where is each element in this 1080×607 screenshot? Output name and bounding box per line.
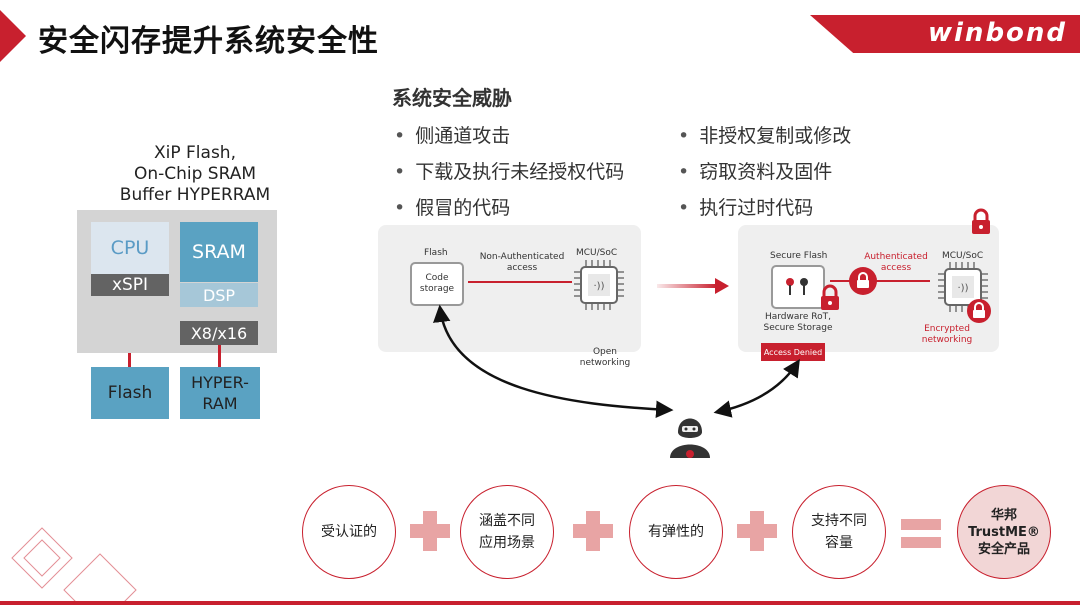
threat-item: 假冒的代码: [394, 193, 510, 220]
architecture-title: XiP Flash, On-Chip SRAM Buffer HYPERRAM: [100, 143, 290, 206]
auth-access-label: Authenticated access: [860, 252, 932, 274]
auth-access-line: Authenticated: [864, 252, 928, 262]
key-icon: [786, 278, 808, 295]
network-lock-icon: [967, 299, 991, 323]
feature-circle-applications: 涵盖不同 应用场景: [460, 485, 554, 579]
feature-line: 受认证的: [321, 524, 377, 540]
auth-access-link: [830, 280, 930, 282]
result-line: TrustME®: [968, 524, 1040, 540]
decorative-diamonds: [11, 527, 137, 602]
threat-item: 窃取资料及固件: [678, 157, 832, 184]
brand-band: [810, 15, 1080, 53]
winbond-logo: winbond: [928, 18, 1068, 48]
feature-line: 容量: [825, 535, 853, 551]
architecture-title-line: On-Chip SRAM: [133, 164, 257, 184]
hardware-rot-label: Hardware RoT, Secure Storage: [762, 312, 834, 334]
dsp-block: DSP: [180, 283, 258, 307]
threat-item: 侧通道攻击: [394, 121, 510, 148]
architecture-title-line: Buffer HYPERRAM: [119, 185, 271, 205]
access-denied-badge: Access Denied: [761, 343, 825, 361]
header-accent-triangle: [0, 10, 26, 62]
plus-sign: [423, 511, 437, 551]
mcu-label: MCU/SoC: [576, 248, 618, 258]
feature-line: 支持不同: [811, 513, 867, 529]
code-storage-line: storage: [419, 284, 455, 294]
feature-line: 应用场景: [479, 535, 535, 551]
hyperram-line: HYPER-: [191, 373, 249, 392]
cpu-block: CPU: [91, 222, 169, 274]
flash-label: Flash: [424, 248, 448, 258]
result-circle-trustme: 华邦 TrustME® 安全产品: [957, 485, 1051, 579]
threat-item: 下载及执行未经授权代码: [394, 157, 624, 184]
equals-sign: [901, 537, 941, 548]
attack-arrows: [433, 304, 800, 419]
lock-icon: [972, 208, 990, 234]
svg-text:·)): ·)): [958, 283, 969, 294]
threat-item: 非授权复制或修改: [678, 121, 851, 148]
hardware-rot-line: Secure Storage: [763, 323, 833, 333]
hyperram-line: RAM: [202, 394, 238, 413]
code-storage-line: Code: [425, 273, 449, 283]
hacker-icon: [670, 418, 710, 458]
non-auth-line: Non-Authenticated: [479, 252, 565, 262]
link-lock-icon: [849, 267, 877, 295]
slide-title: 安全闪存提升系统安全性: [38, 24, 379, 59]
plus-sign: [586, 511, 600, 551]
hyperram-block: HYPER- RAM: [180, 367, 260, 419]
bottom-rule: [0, 601, 1080, 605]
secure-storage-block: [771, 265, 825, 309]
svg-text:·)): ·)): [594, 281, 605, 292]
secure-mcu-label: MCU/SoC: [942, 251, 984, 261]
encrypted-networking-line: networking: [921, 335, 973, 345]
flash-block: Flash: [91, 367, 169, 419]
hardware-rot-line: Hardware RoT,: [764, 312, 832, 322]
threats-heading: 系统安全威胁: [392, 86, 512, 110]
result-line: 安全产品: [977, 541, 1030, 557]
hyperram-connector: [218, 345, 221, 367]
feature-circle-resilient: 有弹性的: [629, 485, 723, 579]
feature-circle-capacities: 支持不同 容量: [792, 485, 886, 579]
plus-sign: [750, 511, 764, 551]
architecture-title-line: XiP Flash,: [154, 143, 236, 163]
transition-arrow-icon: [657, 278, 729, 294]
secure-flash-lock-icon: [821, 284, 839, 310]
threat-item: 执行过时代码: [678, 193, 813, 220]
non-auth-link: [468, 281, 572, 283]
auth-access-line: access: [880, 263, 912, 273]
feature-line: 有弹性的: [648, 524, 704, 540]
feature-circle-certified: 受认证的: [302, 485, 396, 579]
result-line: 华邦: [990, 507, 1017, 523]
sram-block: SRAM: [180, 222, 258, 282]
secure-mcu-chip-icon: ·)): [938, 262, 988, 312]
feature-line: 涵盖不同: [479, 513, 535, 529]
bus-width-block: X8/x16: [180, 321, 258, 345]
encrypted-networking-label: Encrypted networking: [912, 324, 982, 346]
xspi-block: xSPI: [91, 274, 169, 296]
flash-connector: [128, 353, 131, 367]
encrypted-networking-line: Encrypted: [924, 324, 970, 334]
equals-sign: [901, 519, 941, 530]
secure-flash-label: Secure Flash: [770, 251, 828, 261]
non-auth-line: access: [506, 263, 538, 273]
non-auth-label: Non-Authenticated access: [470, 252, 574, 274]
